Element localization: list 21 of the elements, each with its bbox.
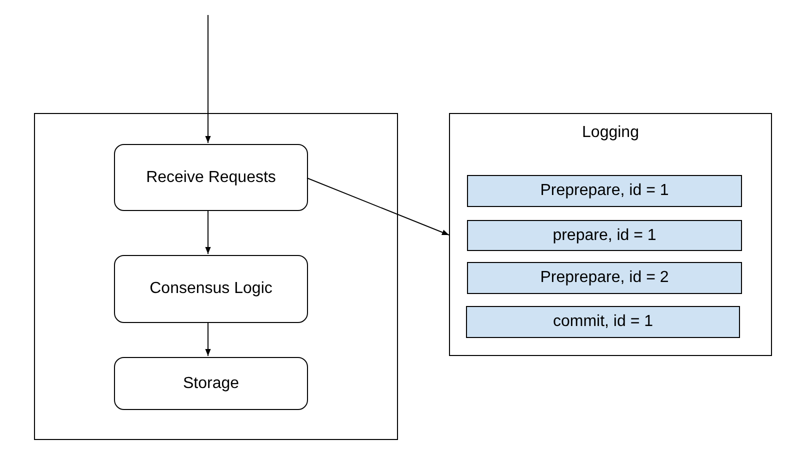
log-panel (449, 113, 772, 356)
log-entry (467, 175, 742, 207)
process-box (114, 255, 308, 323)
node-label: Consensus Logic (150, 280, 272, 298)
node-label: prepare, id = 1 (552, 226, 656, 244)
arrow (205, 210, 211, 254)
outer-box (34, 113, 398, 440)
log-entry (466, 306, 740, 338)
node-label: Preprepare, id = 1 (540, 182, 669, 200)
node-label: Preprepare, id = 2 (540, 269, 669, 287)
node-label: Receive Requests (146, 168, 276, 186)
process-box (114, 144, 308, 211)
node-label: commit, id = 1 (552, 313, 654, 331)
process-box (114, 357, 308, 410)
arrow (306, 178, 450, 236)
arrow (205, 322, 211, 356)
node-label: Storage (182, 374, 240, 392)
log-entry (467, 220, 742, 251)
panel-title: Logging (581, 124, 640, 142)
arrow (205, 14, 211, 144)
log-entry (467, 262, 742, 294)
